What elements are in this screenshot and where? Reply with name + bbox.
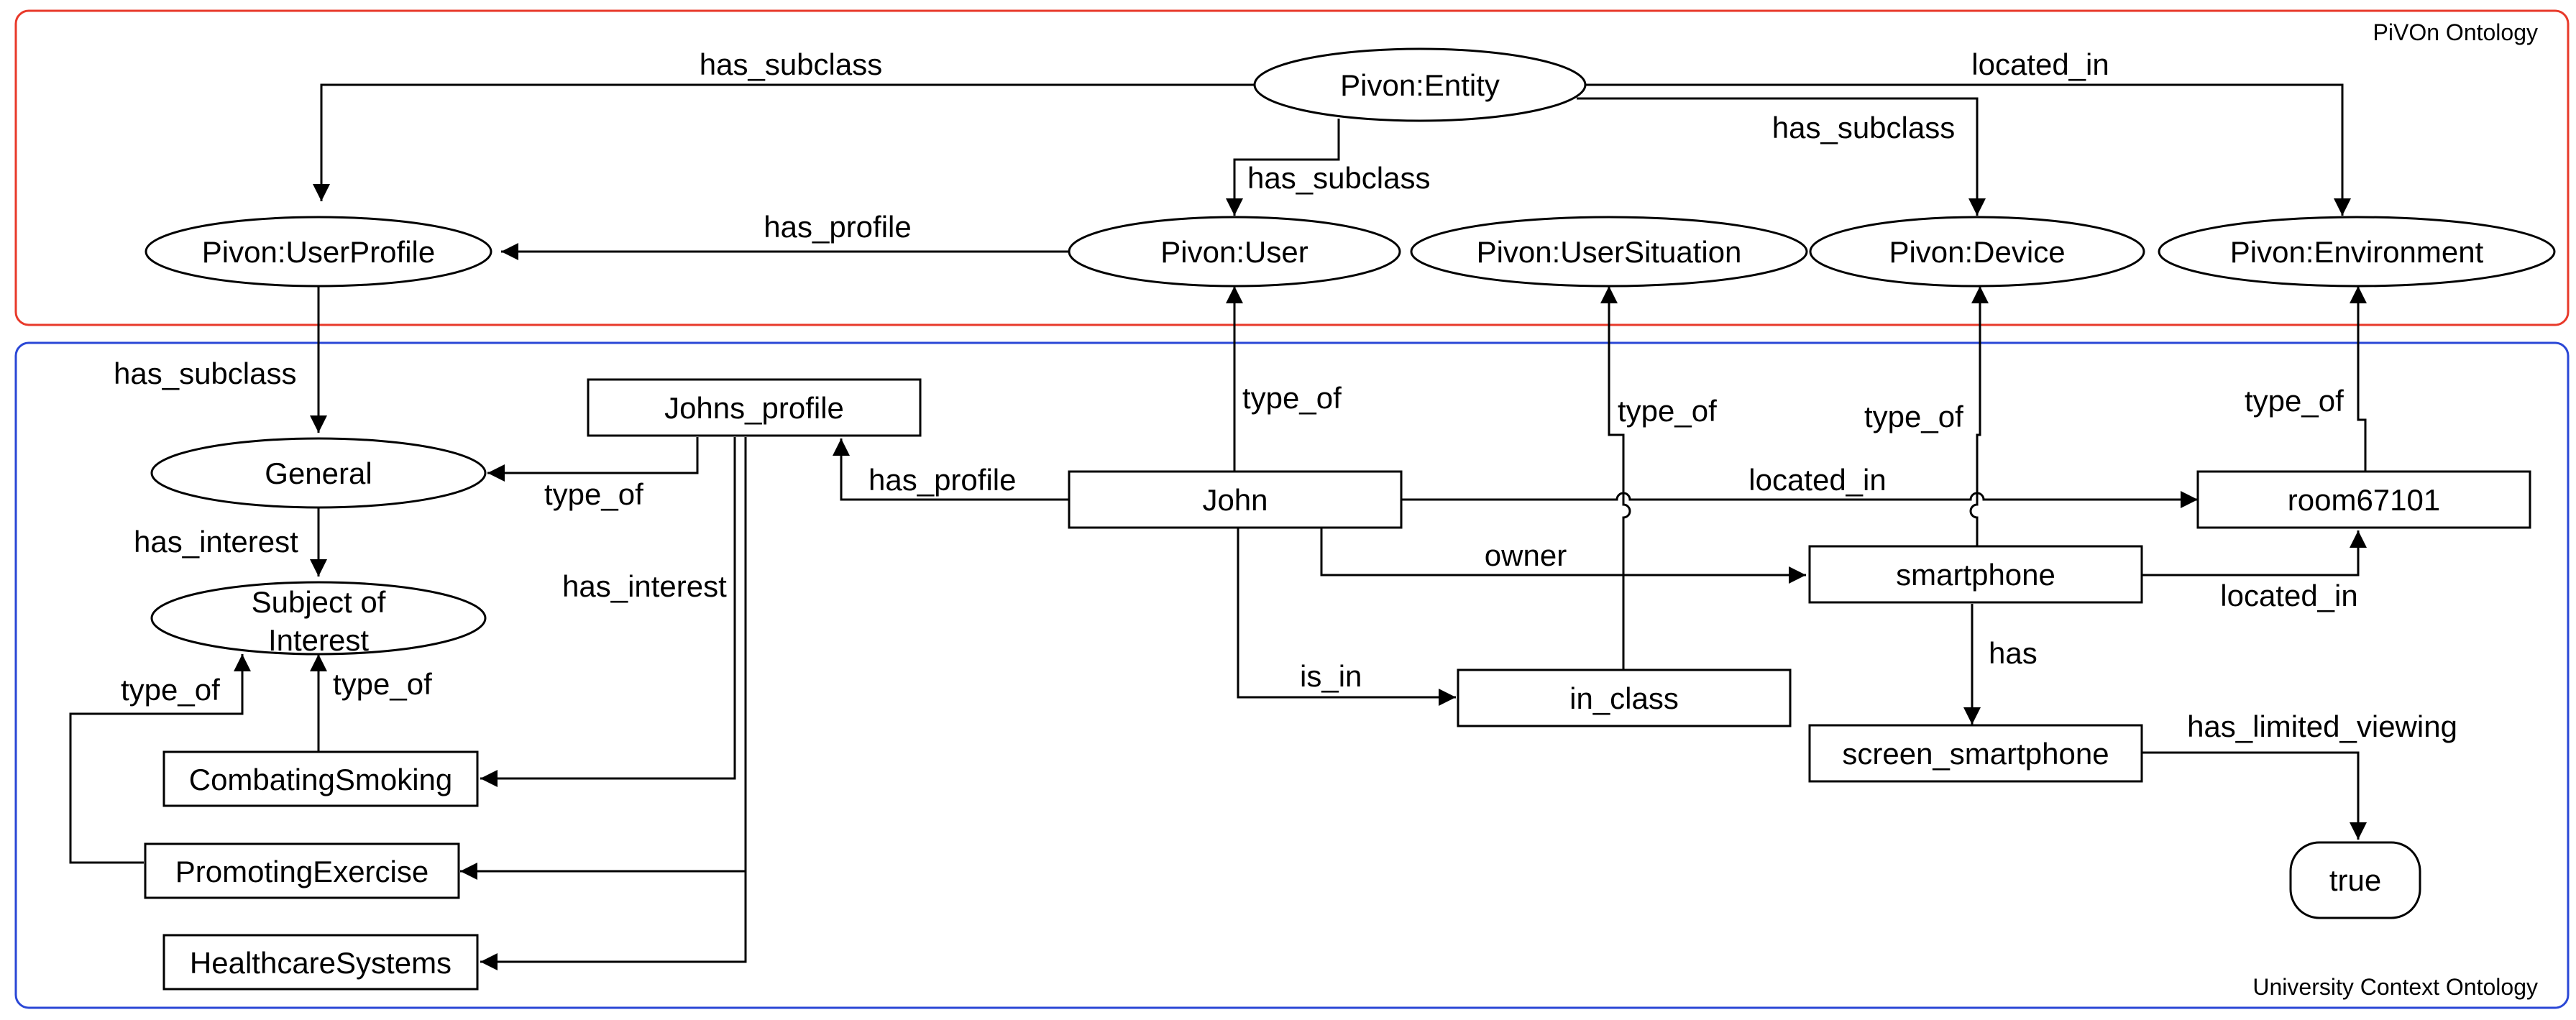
node-subject-of-interest: Subject of Interest bbox=[150, 581, 487, 657]
edge-located-in-smartphone bbox=[2142, 530, 2367, 576]
edge-has-limited-viewing bbox=[2142, 751, 2367, 840]
svg-text:CombatingSmoking: CombatingSmoking bbox=[189, 763, 453, 796]
svg-text:Pivon:UserSituation: Pivon:UserSituation bbox=[1477, 235, 1742, 269]
edge-label-type-of-promoting: type_of bbox=[121, 673, 220, 707]
edge-type-of-general bbox=[487, 437, 699, 482]
edge-label-type-of-usersituation: type_of bbox=[1618, 394, 1717, 428]
edge-owner bbox=[1320, 528, 1806, 584]
edge-label-has-subclass-general: has_subclass bbox=[114, 357, 296, 390]
edge-label-has-limited-viewing: has_limited_viewing bbox=[2187, 709, 2457, 743]
svg-text:Pivon:Environment: Pivon:Environment bbox=[2230, 235, 2484, 269]
edge-has-subclass-device bbox=[1577, 97, 1986, 216]
edge-label-located-in-smartphone: located_in bbox=[2220, 579, 2357, 612]
edge-type-of-environment bbox=[2350, 286, 2367, 471]
edge-label-has-profile-pivon: has_profile bbox=[764, 210, 911, 244]
edge-located-in-john bbox=[1402, 491, 2198, 508]
node-healthcare-systems: HealthcareSystems bbox=[162, 934, 479, 991]
edge-label-has-subclass-device: has_subclass bbox=[1772, 111, 1955, 144]
node-pivon-userprofile: Pivon:UserProfile bbox=[145, 216, 492, 288]
edge-type-of-usersituation bbox=[1600, 286, 1631, 670]
node-pivon-device: Pivon:Device bbox=[1809, 216, 2145, 288]
pivon-ontology-region bbox=[14, 9, 2570, 326]
node-in-class: in_class bbox=[1457, 668, 1792, 727]
svg-text:smartphone: smartphone bbox=[1896, 558, 2055, 592]
edge-type-of-promoting bbox=[69, 654, 251, 864]
node-promoting-exercise: PromotingExercise bbox=[144, 842, 460, 899]
svg-text:Pivon:User: Pivon:User bbox=[1160, 235, 1308, 269]
node-general: General bbox=[150, 437, 487, 509]
edge-has-interest-profile-healthcare bbox=[480, 871, 747, 970]
edge-label-has-interest-profile: has_interest bbox=[562, 569, 727, 603]
edge-label-type-of-device: type_of bbox=[1864, 400, 1963, 433]
svg-text:Pivon:Device: Pivon:Device bbox=[1889, 235, 2065, 269]
node-screen-smartphone: screen_smartphone bbox=[1808, 724, 2143, 783]
svg-text:true: true bbox=[2329, 863, 2381, 897]
edge-label-has-subclass-userprofile: has_subclass bbox=[700, 47, 882, 81]
edge-label-type-of-combating: type_of bbox=[333, 667, 432, 701]
edge-has-profile-john bbox=[833, 438, 1069, 501]
svg-text:General: General bbox=[265, 456, 372, 490]
edge-label-has: has bbox=[1989, 636, 2038, 670]
svg-text:Pivon:Entity: Pivon:Entity bbox=[1340, 68, 1500, 102]
svg-text:Interest: Interest bbox=[268, 623, 369, 657]
node-room67101: room67101 bbox=[2196, 470, 2531, 529]
node-pivon-entity: Pivon:Entity bbox=[1253, 47, 1587, 122]
edge-has-subclass-userprofile bbox=[313, 83, 1255, 201]
node-johns-profile: Johns_profile bbox=[587, 378, 922, 437]
edge-has-subclass-user bbox=[1226, 119, 1340, 216]
edge-located-in-environment bbox=[1585, 83, 2351, 216]
edge-label-has-profile-john: has_profile bbox=[868, 463, 1016, 497]
edge-has-interest-profile bbox=[480, 437, 736, 787]
node-combating-smoking: CombatingSmoking bbox=[162, 750, 479, 807]
node-smartphone: smartphone bbox=[1808, 545, 2143, 604]
svg-text:in_class: in_class bbox=[1569, 681, 1679, 715]
edge-label-has-interest-general: has_interest bbox=[134, 525, 298, 559]
node-pivon-usersituation: Pivon:UserSituation bbox=[1410, 216, 1808, 288]
edge-is-in bbox=[1237, 528, 1456, 706]
edge-label-type-of-environment: type_of bbox=[2245, 384, 2344, 418]
node-true: true bbox=[2289, 841, 2421, 919]
edge-label-type-of-user: type_of bbox=[1242, 381, 1342, 415]
svg-text:PromotingExercise: PromotingExercise bbox=[175, 855, 428, 888]
edge-type-of-device bbox=[1969, 286, 1989, 546]
university-context-region bbox=[14, 341, 2570, 1009]
edge-label-located-in-environment: located_in bbox=[1971, 47, 2109, 81]
svg-text:Pivon:UserProfile: Pivon:UserProfile bbox=[202, 235, 435, 269]
node-pivon-user: Pivon:User bbox=[1068, 216, 1401, 288]
svg-text:screen_smartphone: screen_smartphone bbox=[1842, 737, 2109, 771]
svg-text:Subject of: Subject of bbox=[252, 585, 386, 619]
svg-text:HealthcareSystems: HealthcareSystems bbox=[190, 946, 452, 980]
node-john: John bbox=[1068, 470, 1403, 529]
svg-text:Johns_profile: Johns_profile bbox=[664, 391, 844, 425]
edge-label-located-in-john: located_in bbox=[1748, 463, 1886, 497]
node-pivon-environment: Pivon:Environment bbox=[2158, 216, 2556, 288]
svg-text:room67101: room67101 bbox=[2288, 483, 2440, 517]
edge-label-is-in: is_in bbox=[1300, 659, 1362, 693]
edge-label-type-of-general: type_of bbox=[544, 477, 643, 511]
university-context-label: University Context Ontology bbox=[2252, 974, 2538, 1000]
edge-label-has-subclass-user: has_subclass bbox=[1247, 161, 1430, 195]
svg-text:John: John bbox=[1202, 483, 1268, 517]
edge-label-owner: owner bbox=[1485, 538, 1567, 572]
pivon-ontology-label: PiVOn Ontology bbox=[2373, 19, 2538, 45]
